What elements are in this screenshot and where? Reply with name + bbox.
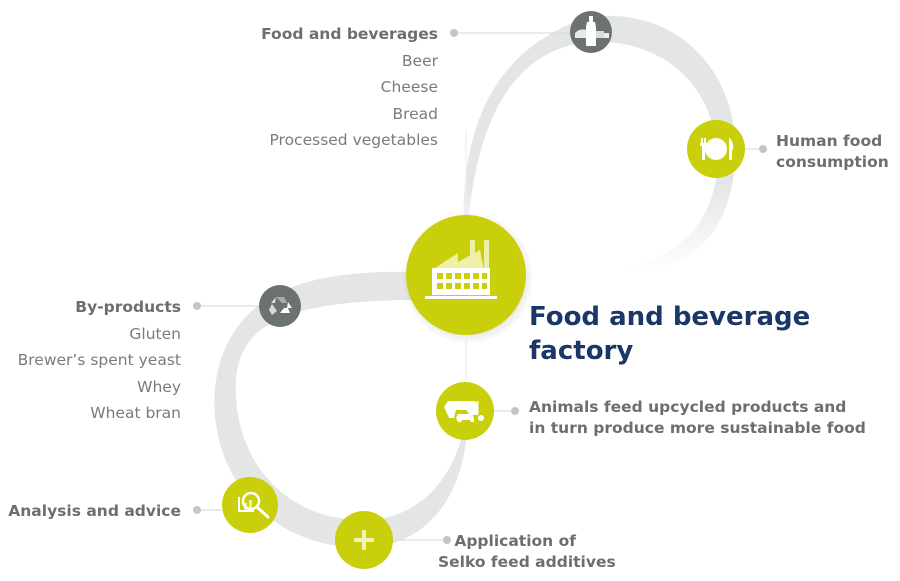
node-human-food[interactable] (687, 120, 745, 178)
human-food-line1: Human food (776, 132, 883, 150)
node-animals[interactable] (436, 382, 494, 440)
connector-dots (193, 29, 767, 544)
food-beverages-heading: Food and beverages (261, 25, 438, 43)
node-application[interactable] (335, 511, 393, 569)
recycle-icon (269, 297, 292, 315)
plus-icon (354, 530, 374, 550)
label-human-food: Human food consumption (776, 131, 889, 173)
food-beverages-item: Bread (392, 104, 438, 123)
by-products-item: Whey (137, 377, 181, 396)
animals-line2: in turn produce more sustainable food (529, 419, 866, 437)
animals-line1: Animals feed upcycled products and (529, 398, 847, 416)
by-products-item: Gluten (129, 324, 181, 343)
label-animals: Animals feed upcycled products and in tu… (529, 397, 866, 439)
analysis-label: Analysis and advice (8, 502, 181, 520)
by-products-heading: By-products (75, 298, 181, 316)
center-title-line2: factory (529, 336, 634, 366)
label-application: Application of Selko feed additives (438, 531, 616, 573)
label-food-beverages: Food and beverages Beer Cheese Bread Pro… (261, 21, 438, 154)
livestock-icon (444, 401, 484, 422)
by-products-item: Wheat bran (90, 404, 181, 422)
node-factory[interactable] (406, 215, 526, 335)
center-title-line1: Food and beverage (529, 302, 811, 332)
human-food-line2: consumption (776, 153, 889, 171)
magnifier-chart-icon (238, 491, 270, 519)
food-beverages-item: Cheese (380, 78, 438, 96)
application-line2: Selko feed additives (438, 553, 616, 571)
node-analysis[interactable] (222, 477, 278, 533)
label-by-products: By-products Gluten Brewer’s spent yeast … (18, 294, 181, 427)
label-analysis: Analysis and advice (8, 501, 181, 522)
center-title: Food and beverage factory (529, 300, 810, 368)
food-bottle-bread-icon (575, 16, 609, 46)
connector-lines (198, 32, 762, 541)
food-beverages-item: Processed vegetables (269, 131, 438, 149)
factory-icon (425, 240, 497, 299)
node-food-beverages[interactable] (570, 11, 612, 53)
by-products-item: Brewer’s spent yeast (17, 351, 181, 369)
food-beverages-item: Beer (401, 51, 438, 70)
node-by-products[interactable] (259, 285, 301, 327)
application-line1: Application of (454, 532, 576, 550)
plate-fork-knife-icon (700, 137, 734, 160)
